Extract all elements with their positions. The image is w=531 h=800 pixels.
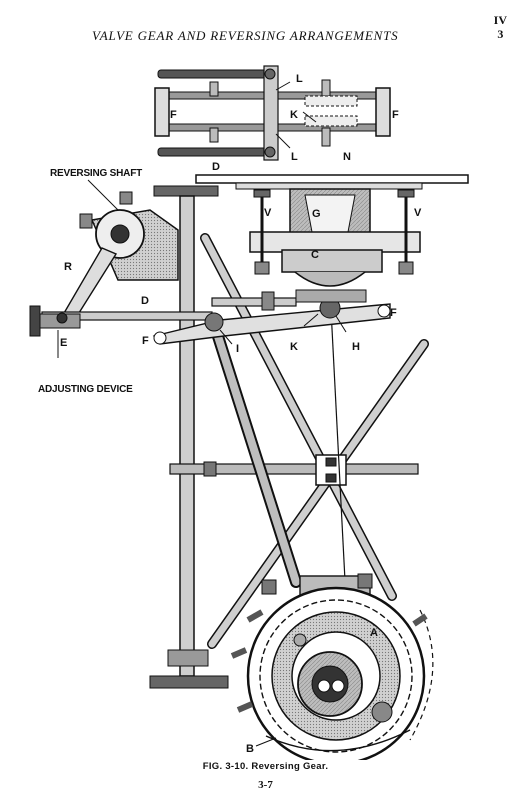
page-number: 3-7 xyxy=(258,779,273,791)
plan-view-assembly xyxy=(154,65,391,161)
reversing-shaft-assembly xyxy=(58,191,179,325)
label-G: G xyxy=(312,208,321,220)
reversing-cylinder xyxy=(230,573,434,760)
adjusting-device-link xyxy=(29,291,297,337)
label-F-topright: F xyxy=(392,109,399,121)
label-K-top: K xyxy=(290,109,298,121)
reversing-gear-diagram: L L K N F F D V V G C R D E F I F K H A … xyxy=(29,65,469,760)
rocker-lever xyxy=(152,289,391,345)
running-header-title: VALVE GEAR AND REVERSING ARRANGEMENTS xyxy=(92,28,399,43)
label-B: B xyxy=(246,743,254,755)
section-number: 3 xyxy=(497,27,504,41)
label-V-right: V xyxy=(414,207,422,219)
chapter-number: IV xyxy=(493,13,507,27)
label-A: A xyxy=(370,627,378,639)
label-V-left: V xyxy=(264,207,272,219)
label-N: N xyxy=(343,151,351,163)
label-F-left: F xyxy=(142,335,149,347)
label-D-top: D xyxy=(212,161,220,173)
label-a: a xyxy=(335,681,342,693)
label-F-right: F xyxy=(390,307,397,319)
label-b: b xyxy=(320,681,327,693)
leader-lines xyxy=(57,179,347,747)
label-C: C xyxy=(311,249,319,261)
label-L-bottom: L xyxy=(291,151,298,163)
label-H: H xyxy=(352,341,360,353)
label-L-top: L xyxy=(296,73,303,85)
section-marker: IV 3 xyxy=(494,13,507,41)
label-K-mid: K xyxy=(290,341,298,353)
label-R: R xyxy=(64,261,72,273)
crosshead-slide-assembly xyxy=(195,174,469,287)
label-F-topleft: F xyxy=(170,109,177,121)
label-E: E xyxy=(60,337,67,349)
label-D-mid: D xyxy=(141,295,149,307)
label-I: I xyxy=(236,343,239,355)
figure-caption: FIG. 3-10. Reversing Gear. xyxy=(202,761,329,772)
callout-adjusting-device: ADJUSTING DEVICE xyxy=(38,384,133,395)
callout-reversing-shaft: REVERSING SHAFT xyxy=(50,168,142,179)
diagram-labels: L L K N F F D V V G C R D E F I F K H A … xyxy=(38,73,422,755)
